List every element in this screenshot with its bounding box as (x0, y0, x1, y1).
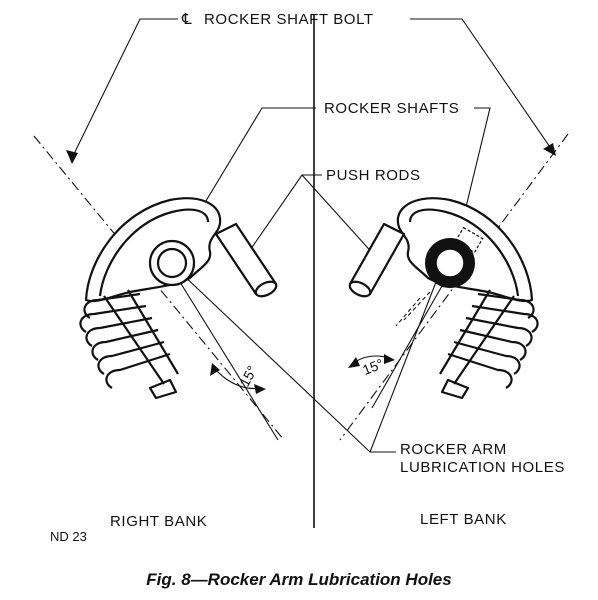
label-figure-code: ND 23 (50, 529, 87, 544)
label-lube-holes-line1: ROCKER ARM (400, 441, 507, 458)
right-push-rod-end (254, 280, 278, 298)
label-rocker-shaft-bolt: ROCKER SHAFT BOLT (204, 11, 374, 28)
right-rocker-arm-inner (98, 208, 210, 297)
leader-rocker-shaft-right (179, 107, 316, 245)
left-valve-spring (439, 289, 539, 400)
left-bank-centerline (339, 133, 569, 441)
label-angle-left: 15° (360, 355, 386, 378)
label-rocker-shafts: ROCKER SHAFTS (324, 100, 459, 117)
right-angle-arrow-b (254, 384, 266, 394)
right-valve-spring (79, 289, 179, 400)
arrow-shaft-bolt-left (543, 143, 556, 156)
leader-rocker-shaft-left (457, 107, 491, 241)
leader-push-rod-right (245, 174, 322, 257)
right-rocker-shaft (148, 239, 196, 287)
left-angle-arrow-b (384, 354, 395, 364)
left-rocker-arm-inner (408, 208, 520, 297)
left-rocker-shaft-bore (435, 248, 465, 278)
label-right-bank: RIGHT BANK (110, 513, 207, 530)
label-lube-holes-line2: LUBRICATION HOLES (400, 459, 565, 476)
left-angle-ray (371, 271, 451, 409)
right-angle-arrow-a (210, 363, 220, 376)
left-rocker-assembly (348, 197, 539, 400)
leader-shaft-bolt-left (410, 18, 553, 151)
leader-shaft-bolt-right (71, 18, 178, 159)
left-lube-hole-detail (454, 226, 484, 254)
right-bank-centerline (33, 135, 285, 441)
centerline-symbol: ℄ (181, 11, 192, 28)
right-rocker-arm (84, 197, 222, 303)
arrow-shaft-bolt-right (66, 150, 78, 164)
figure-caption: Fig. 8—Rocker Arm Lubrication Holes (146, 570, 451, 589)
left-push-rod-end (348, 280, 372, 298)
label-left-bank: LEFT BANK (420, 511, 507, 528)
left-valve-stem-hidden (395, 291, 431, 327)
leader-lube-hole-left (369, 281, 437, 453)
right-angle-ray (169, 265, 279, 441)
right-rocker-assembly (79, 197, 278, 400)
leader-push-rod-left (301, 174, 377, 258)
left-angle-arrow-a (348, 357, 360, 368)
right-rocker-shaft-bore (156, 247, 188, 279)
label-push-rods: PUSH RODS (326, 167, 421, 184)
